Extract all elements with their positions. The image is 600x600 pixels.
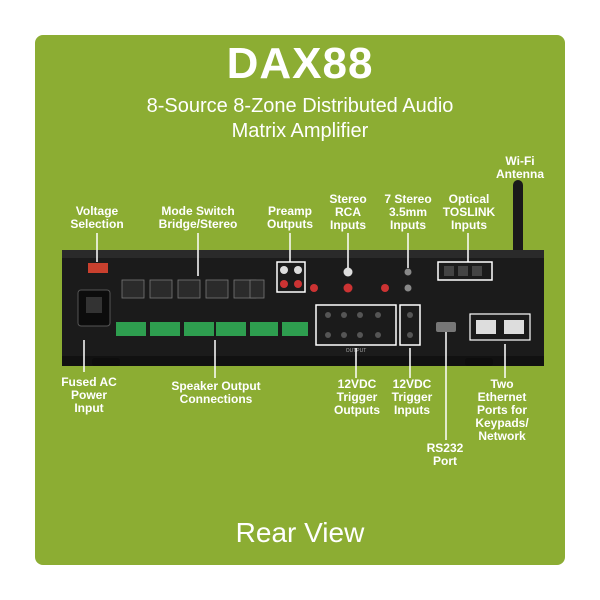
subtitle-line-2: Matrix Amplifier (231, 120, 369, 142)
rear-view-caption: Rear View (235, 517, 365, 548)
label-speaker-outputs: Speaker Output Connections (171, 379, 261, 406)
label-optical-inputs: Optical TOSLINK Inputs (442, 192, 496, 232)
callout-lines (83, 233, 506, 440)
label-preamp-outputs: Preamp Outputs (267, 204, 313, 231)
optical-inputs (437, 261, 493, 281)
label-wifi-antenna: Wi-Fi Antenna (496, 154, 544, 181)
label-stereo-35mm-inputs: 7 Stereo 3.5mm Inputs (384, 192, 432, 232)
chassis-bottom (62, 356, 544, 366)
label-trigger-inputs: 12VDC Trigger Inputs (391, 377, 433, 417)
preamp-rca-jacks (276, 261, 306, 293)
wifi-antenna (513, 180, 523, 272)
product-title: DAX88 (226, 39, 374, 88)
label-trigger-outputs: 12VDC Trigger Outputs (334, 377, 380, 417)
chassis (62, 250, 544, 360)
label-stereo-rca-inputs: Stereo RCA Inputs (329, 192, 367, 232)
label-mode-switch: Mode Switch Bridge/Stereo (158, 204, 238, 231)
stereo-35mm-inputs (404, 268, 412, 292)
trigger-inputs-block (399, 304, 421, 346)
rs232-connector (436, 322, 456, 332)
label-rs232-port: RS232 Port (426, 441, 464, 468)
label-voltage-selection: Voltage Selection (70, 204, 124, 231)
foot-right (465, 358, 493, 366)
speaker-terminals (116, 322, 308, 336)
mode-switches (121, 279, 265, 299)
foot-left (92, 358, 120, 366)
stereo-rca-input (310, 267, 389, 293)
voltage-switch (88, 263, 108, 273)
chassis-top-edge (62, 250, 544, 258)
subtitle-line-1: 8-Source 8-Zone Distributed Audio (146, 95, 454, 117)
label-ethernet-ports: Two Ethernet Ports for Keypads/ Network (475, 377, 529, 443)
ac-inlet-socket (86, 297, 102, 313)
ethernet-ports (469, 313, 531, 341)
trigger-outputs-block (315, 304, 397, 346)
label-fused-ac: Fused AC Power Input (61, 375, 117, 415)
